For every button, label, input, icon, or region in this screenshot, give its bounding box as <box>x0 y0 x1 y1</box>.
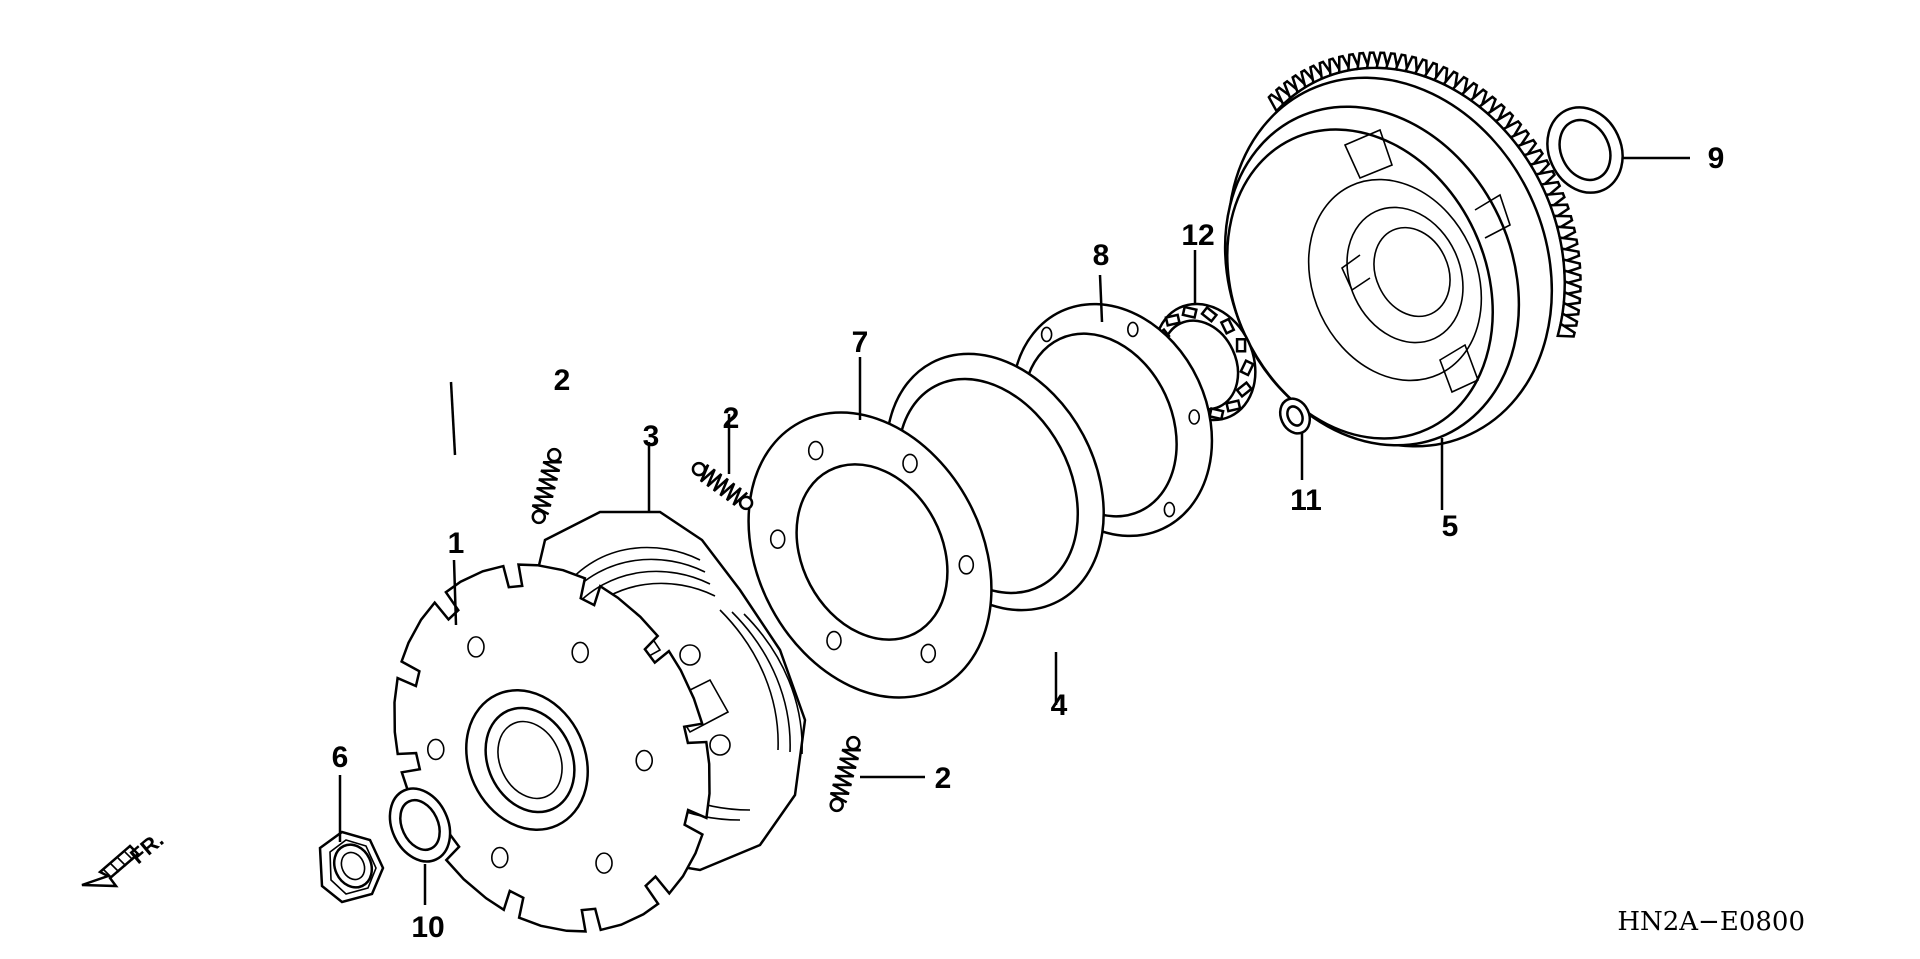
front-label: FR. <box>125 827 168 869</box>
callout-5: 5 <box>1442 510 1459 543</box>
callout-2-bottom: 2 <box>935 762 952 795</box>
callout-10: 10 <box>411 911 444 944</box>
callout-9: 9 <box>1708 142 1725 175</box>
callout-2-middle: 2 <box>723 402 740 435</box>
washer-icon <box>1546 106 1624 194</box>
drive-plate-icon <box>393 563 711 933</box>
washer-icon <box>388 787 452 863</box>
callout-3: 3 <box>643 420 660 453</box>
nut-icon <box>318 830 385 904</box>
spring-icon <box>531 447 862 813</box>
leader-lines <box>338 156 1690 905</box>
front-direction-arrow: FR. <box>81 827 168 888</box>
outer-drum-icon <box>1223 51 1582 448</box>
side-plate-icon <box>747 411 993 699</box>
callout-8: 8 <box>1093 239 1110 272</box>
callout-12: 12 <box>1181 219 1214 252</box>
callout-7: 7 <box>852 326 869 359</box>
callout-6: 6 <box>332 741 349 774</box>
callout-4: 4 <box>1051 689 1068 722</box>
drawing-code: HN2A−E0800 <box>1617 907 1805 937</box>
callout-1: 1 <box>448 527 465 560</box>
callout-2-top: 2 <box>554 364 571 397</box>
callout-11: 11 <box>1290 484 1322 517</box>
